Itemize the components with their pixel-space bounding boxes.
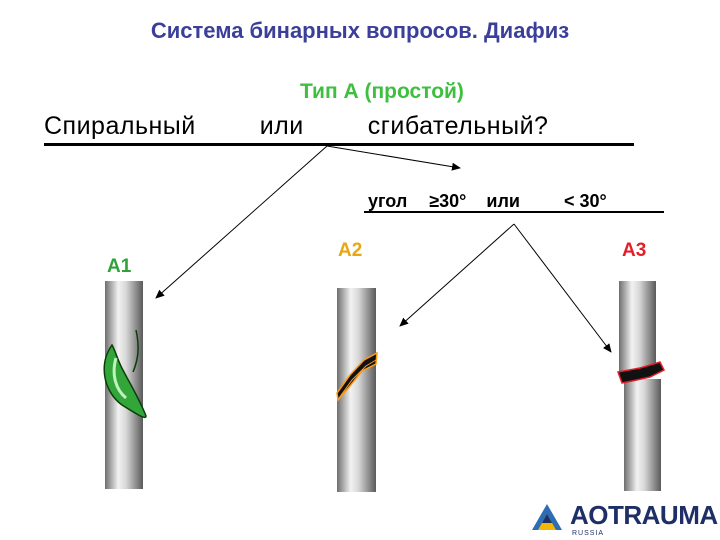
question-underline [44, 143, 634, 146]
logo-text: AOTRAUMA [570, 500, 718, 530]
angle-ge-30: ≥30° [429, 191, 467, 211]
angle-word: угол [368, 191, 408, 211]
angle-or: или [486, 191, 520, 211]
aotrauma-logo: AOTRAUMA RUSSIA [530, 500, 718, 540]
transverse-fracture-line [616, 361, 666, 384]
angle-question: угол ≥30° или < 30° [368, 191, 607, 212]
arrow-to-a3 [513, 223, 612, 353]
bone-a2-oblique-fracture [336, 288, 378, 492]
option-spiral: Спиральный [44, 112, 196, 140]
ao-logo-icon [532, 504, 562, 530]
page-title: Система бинарных вопросов. Диафиз [150, 18, 570, 43]
angle-underline [364, 211, 664, 213]
label-a3: A3 [622, 240, 647, 261]
bone-a1-spiral-fracture [103, 281, 147, 489]
question-or: или [259, 112, 304, 140]
arrow-to-a1 [155, 145, 328, 299]
arrow-to-a2 [399, 223, 515, 327]
option-bending: сгибательный? [367, 112, 549, 140]
label-a1: A1 [107, 256, 132, 277]
subtitle-type-a: Тип А (простой) [300, 80, 464, 103]
angle-lt-30: < 30° [563, 191, 607, 211]
oblique-fracture-line [336, 351, 378, 402]
bone-a3-transverse-fracture [616, 281, 666, 491]
binary-question: Спиральный или сгибательный? [44, 112, 548, 141]
decision-arrows [155, 145, 612, 353]
logo-subtext: RUSSIA [572, 530, 605, 537]
label-a2: A2 [338, 240, 363, 261]
arrow-to-angle [326, 145, 461, 171]
